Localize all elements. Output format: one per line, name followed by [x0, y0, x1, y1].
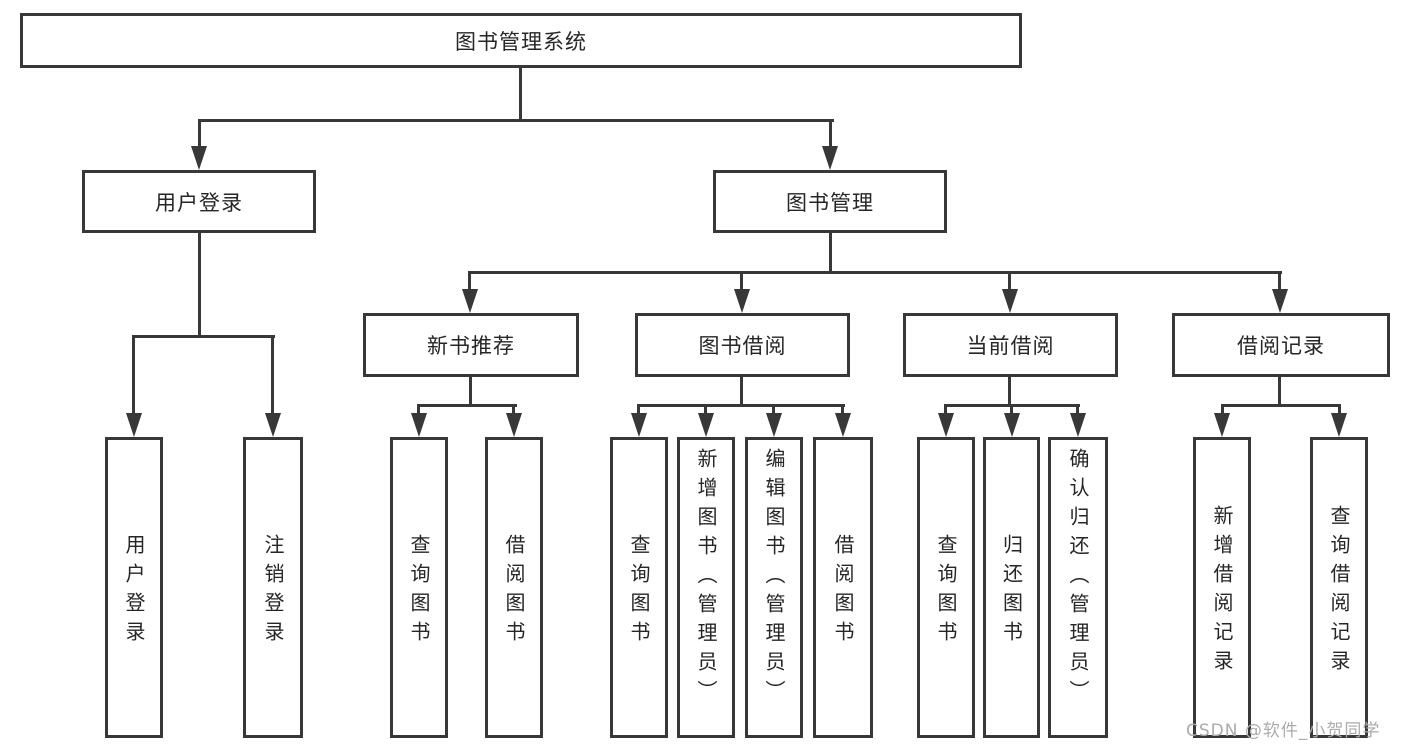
arrow-down-icon	[1272, 289, 1288, 313]
leaf-add-borrow-record: 新增借阅记录	[1193, 437, 1251, 738]
arrow-down-icon	[822, 146, 838, 170]
arrow-down-icon	[191, 146, 207, 170]
arrow-down-icon	[1002, 289, 1018, 313]
arrow-down-icon	[698, 413, 714, 437]
node-library-management-system: 图书管理系统	[20, 13, 1022, 68]
arrow-down-icon	[506, 413, 522, 437]
leaf-return-books: 归还图书	[983, 437, 1040, 738]
connector-line	[198, 119, 834, 122]
leaf-user-login: 用户登录	[105, 437, 163, 738]
connector-line	[704, 404, 707, 416]
connector-line	[740, 377, 743, 407]
arrow-down-icon	[1214, 413, 1230, 437]
connector-line	[512, 404, 515, 416]
connector-line	[198, 119, 201, 148]
connector-line	[271, 335, 274, 415]
connector-line	[468, 271, 471, 291]
connector-line	[1076, 404, 1079, 416]
connector-line	[417, 404, 517, 407]
arrow-down-icon	[126, 413, 142, 437]
node-borrowing-records: 借阅记录	[1172, 313, 1390, 377]
connector-line	[1278, 377, 1281, 407]
connector-line	[132, 335, 275, 338]
leaf-confirm-return-admin: 确认归还（管理员）	[1048, 437, 1108, 738]
leaf-borrow-books: 借阅图书	[485, 437, 543, 738]
arrow-down-icon	[938, 413, 954, 437]
leaf-query-borrow-record: 查询借阅记录	[1310, 437, 1368, 738]
connector-line	[417, 404, 420, 416]
connector-line	[829, 119, 832, 148]
connector-line	[469, 377, 472, 407]
csdn-watermark: CSDN @软件_小贺同学	[1186, 721, 1381, 741]
connector-line	[198, 233, 201, 338]
arrow-down-icon	[462, 289, 478, 313]
connector-line	[1010, 404, 1013, 416]
arrow-down-icon	[766, 413, 782, 437]
leaf-edit-books-admin: 编辑图书（管理员）	[745, 437, 803, 738]
leaf-query-books: 查询图书	[917, 437, 975, 738]
connector-line	[1221, 404, 1341, 407]
arrow-down-icon	[1004, 413, 1020, 437]
arrow-down-icon	[835, 413, 851, 437]
connector-line	[1278, 271, 1281, 291]
connector-line	[841, 404, 844, 416]
connector-line	[132, 335, 135, 415]
connector-line	[1221, 404, 1224, 416]
node-book-borrowing: 图书借阅	[635, 313, 850, 377]
connector-line	[637, 404, 845, 407]
arrow-down-icon	[631, 413, 647, 437]
node-book-management: 图书管理	[713, 170, 947, 233]
connector-line	[1008, 271, 1011, 291]
leaf-borrow-books: 借阅图书	[813, 437, 873, 738]
leaf-logout: 注销登录	[243, 437, 303, 738]
leaf-query-books: 查询图书	[390, 437, 448, 738]
arrow-down-icon	[411, 413, 427, 437]
connector-line	[740, 271, 743, 291]
connector-line	[519, 68, 522, 122]
connector-line	[469, 271, 1282, 274]
connector-line	[1338, 404, 1341, 416]
arrow-down-icon	[1070, 413, 1086, 437]
arrow-down-icon	[265, 413, 281, 437]
node-current-borrowing: 当前借阅	[903, 313, 1118, 377]
node-user-login: 用户登录	[82, 170, 316, 233]
connector-line	[829, 233, 832, 274]
leaf-add-books-admin: 新增图书（管理员）	[677, 437, 735, 738]
arrow-down-icon	[734, 289, 750, 313]
connector-line	[1008, 377, 1011, 407]
arrow-down-icon	[1331, 413, 1347, 437]
connector-line	[944, 404, 947, 416]
node-new-book-recommend: 新书推荐	[363, 313, 579, 377]
connector-line	[637, 404, 640, 416]
connector-line	[772, 404, 775, 416]
leaf-query-books: 查询图书	[610, 437, 668, 738]
